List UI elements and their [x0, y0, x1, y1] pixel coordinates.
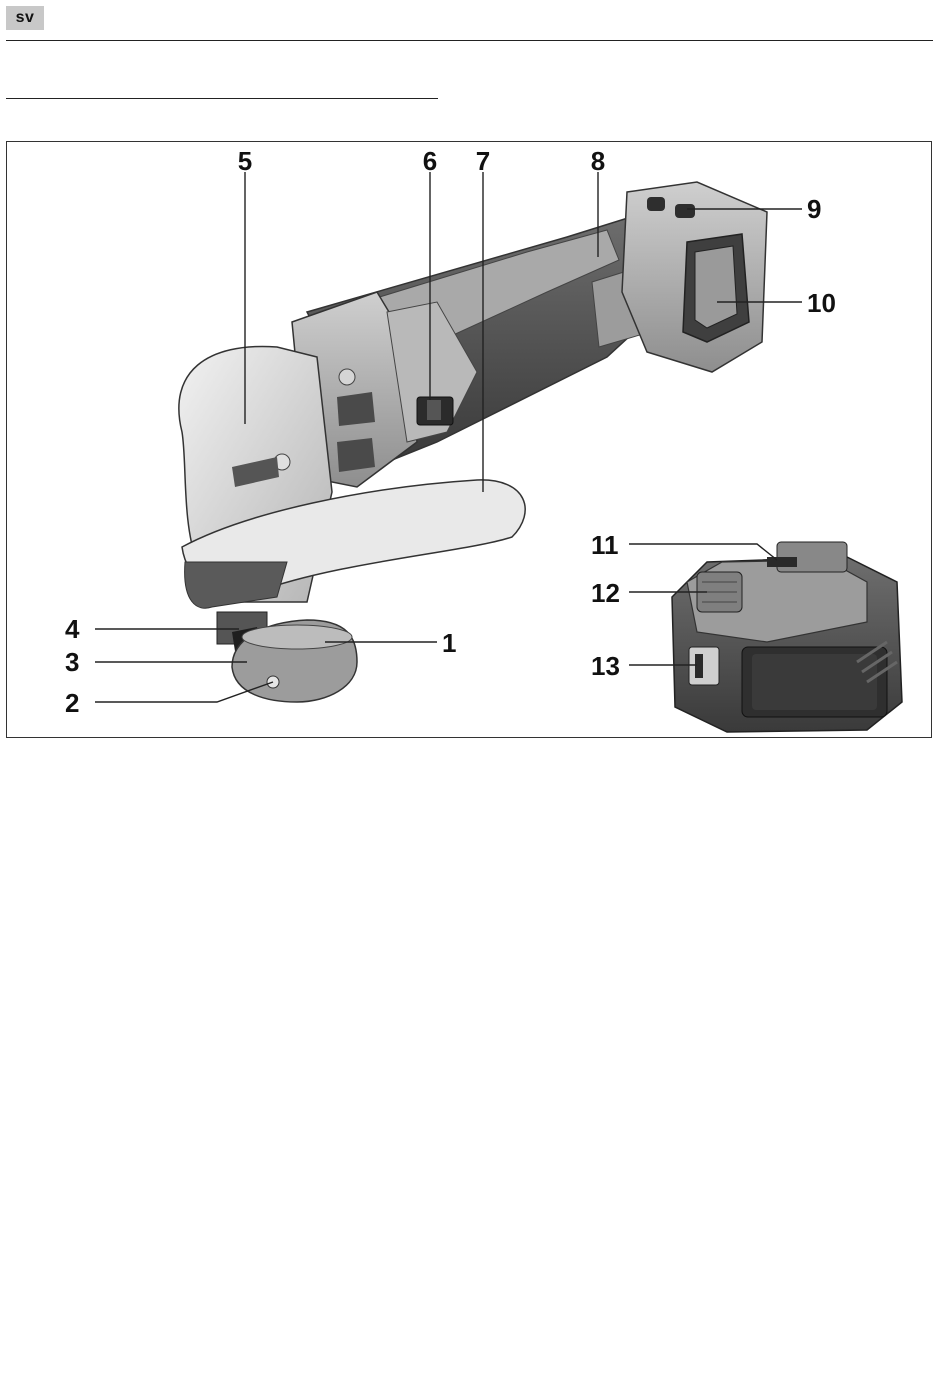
callout-2: 2 [65, 688, 79, 718]
callout-1: 1 [442, 628, 456, 658]
callout-13: 13 [591, 651, 620, 681]
callout-3: 3 [65, 647, 79, 677]
callout-4: 4 [65, 614, 80, 644]
section-heading-rule [6, 98, 438, 99]
callout-9: 9 [807, 194, 821, 224]
callout-10: 10 [807, 288, 836, 318]
battery-pack [672, 542, 902, 732]
shears-illustration: 5 6 7 8 9 10 4 3 2 1 11 12 13 [7, 142, 933, 739]
language-tag: sv [6, 6, 44, 30]
callout-8: 8 [591, 146, 605, 176]
callout-12: 12 [591, 578, 620, 608]
header-divider [6, 40, 933, 41]
callout-6: 6 [423, 146, 437, 176]
callout-11: 11 [591, 530, 619, 560]
callout-5: 5 [238, 146, 252, 176]
product-figure: 5 6 7 8 9 10 4 3 2 1 11 12 13 [6, 141, 932, 738]
callout-7: 7 [476, 146, 490, 176]
